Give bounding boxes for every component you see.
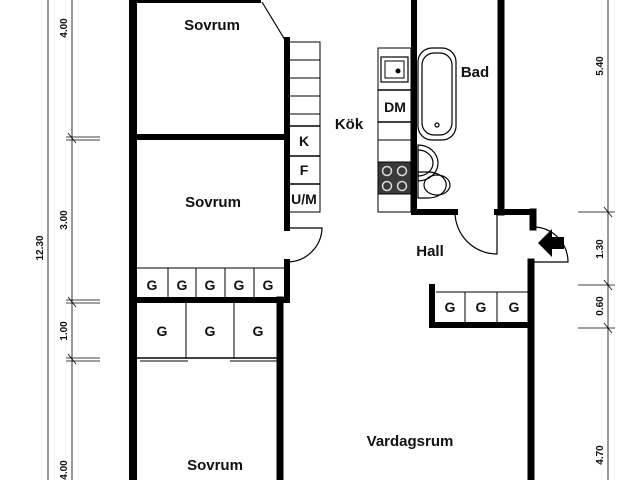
dimension-label-left-total: 12.30 (35, 235, 46, 260)
fixture-label-fridge: K (299, 133, 309, 149)
kitchen-counter-right (377, 47, 412, 213)
room-label-vardagsrum: Vardagsrum (367, 433, 454, 450)
dimension-label-right: 1.30 (595, 239, 606, 259)
door-sovrum-top-leaf (261, 1, 286, 41)
entrance-arrow-icon (538, 229, 564, 257)
wardrobe-label: G (205, 323, 216, 339)
room-label-bad: Bad (461, 64, 489, 81)
room-label-sovrum-top: Sovrum (184, 17, 240, 34)
wardrobe-label: G (177, 277, 188, 293)
wardrobe-label: G (157, 323, 168, 339)
toilet-bowl (423, 174, 451, 196)
wardrobe-label: G (509, 299, 520, 315)
fixture-label-dishwasher: DM (384, 99, 406, 115)
washbasin-inner (417, 149, 434, 177)
bathroom-fixtures (417, 47, 457, 199)
dimension-label-right: 4.70 (595, 445, 606, 465)
bathtub-drain (434, 122, 440, 128)
walls (129, 0, 537, 480)
sink-basin (380, 56, 409, 83)
fixture-label-freezer: F (300, 162, 309, 178)
dimension-label-right: 5.40 (595, 56, 606, 76)
bathtub-inner (421, 52, 453, 136)
sink-drain (395, 68, 401, 74)
door-bathroom-swing (454, 211, 498, 255)
wardrobe-label: G (263, 277, 274, 293)
dimension-lines (47, 0, 615, 480)
room-label-kok: Kök (335, 116, 364, 133)
wardrobes (136, 267, 529, 362)
toilet-icon (417, 171, 447, 199)
bathtub-icon (417, 47, 457, 141)
kitchen-fixtures (288, 41, 412, 213)
kitchen-counter-left (288, 41, 321, 213)
dimension-label-left: 4.00 (59, 18, 70, 38)
room-label-hall: Hall (416, 243, 444, 260)
dimension-label-left: 1.00 (59, 321, 70, 341)
stove-icon (377, 161, 412, 195)
wardrobe-label: G (253, 323, 264, 339)
wardrobe-label: G (147, 277, 158, 293)
wardrobe-label: G (205, 277, 216, 293)
dimension-label-left: 3.00 (59, 210, 70, 230)
dimension-label-left: 4.00 (59, 460, 70, 480)
washbasin-icon (417, 144, 439, 182)
wardrobe-labels: G G G G G G G G G G G (147, 277, 520, 339)
dimension-label-right: 0.60 (595, 296, 606, 316)
room-label-sovrum-bottom: Sovrum (187, 457, 243, 474)
wardrobe-label: G (445, 299, 456, 315)
fixture-label-washer: U/M (291, 191, 317, 207)
door-sovrum-mid-swing (286, 227, 323, 263)
room-label-sovrum-mid: Sovrum (185, 194, 241, 211)
wardrobe-label: G (234, 277, 245, 293)
wardrobe-label: G (476, 299, 487, 315)
sink-bowl (384, 60, 405, 79)
